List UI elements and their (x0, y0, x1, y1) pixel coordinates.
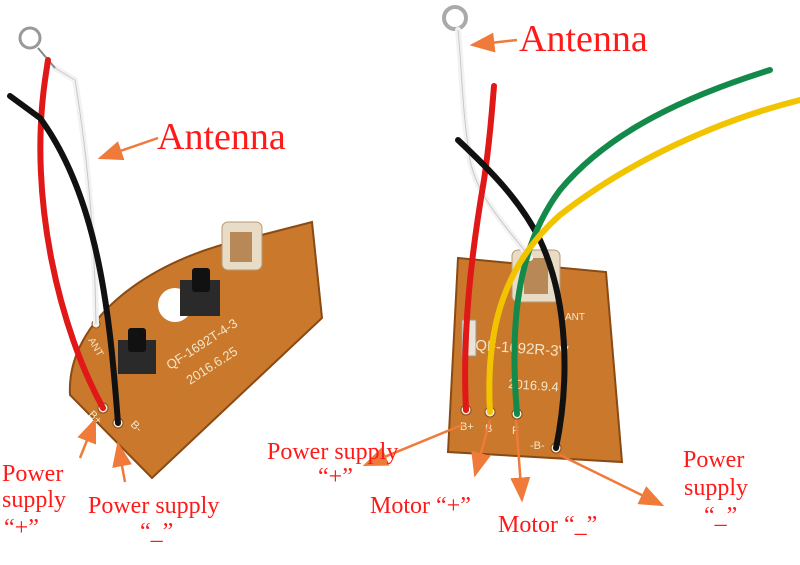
left-power-plus-arrow (77, 417, 97, 459)
right-motor-minus-label: Motor “_” (498, 512, 598, 538)
left-antenna-ring (18, 26, 42, 50)
right-pad-ant: ANT (565, 312, 585, 323)
right-motor-minus-arrow (510, 419, 531, 503)
left-power-plus-line3: “+” (4, 515, 39, 541)
right-antenna-label: Antenna (519, 18, 648, 60)
right-motor-plus-label: Motor “+” (370, 493, 471, 519)
right-silk-date: 2016.9.4 (508, 376, 560, 394)
antenna-coil (221, 221, 263, 271)
left-power-plus-line1: Power (2, 461, 64, 487)
right-power-plus-line1: Power supply (267, 439, 399, 465)
right-silk-model: QF-1692R-3V (475, 337, 569, 360)
right-wires (442, 5, 800, 451)
right-antenna-arrow (469, 32, 518, 53)
right-power-plus-line2: “+” (318, 464, 353, 490)
right-antenna-ring (442, 5, 468, 31)
left-circuit-board: QF-1692T-4-3 2016.6.25 ANT B+ B- (68, 220, 324, 480)
right-power-minus-line3: “_” (704, 503, 738, 529)
right-power-minus-arrow (559, 453, 665, 507)
right-pad-bminus: -B- (530, 440, 545, 452)
left-wires (7, 26, 121, 426)
left-antenna-label: Antenna (157, 116, 286, 158)
left-power-minus-line1: Power supply (88, 493, 220, 519)
left-power-minus-line2: “_” (140, 519, 174, 545)
left-antenna-arrow (97, 136, 159, 161)
left-power-plus-line2: supply (2, 487, 67, 513)
right-pad-f: F (512, 425, 519, 437)
left-power-minus-arrow (112, 441, 132, 483)
right-circuit-board: QF-1692R-3V 2016.9.4 ANT B+ B F -B- (446, 249, 624, 464)
right-power-plus-arrow (362, 423, 463, 467)
callout-arrows (77, 32, 665, 507)
right-motor-plus-arrow (471, 419, 492, 478)
right-power-minus-line1: Power (683, 447, 745, 473)
right-pad-bplus: B+ (460, 421, 474, 433)
right-power-minus-line2: supply (684, 475, 749, 501)
